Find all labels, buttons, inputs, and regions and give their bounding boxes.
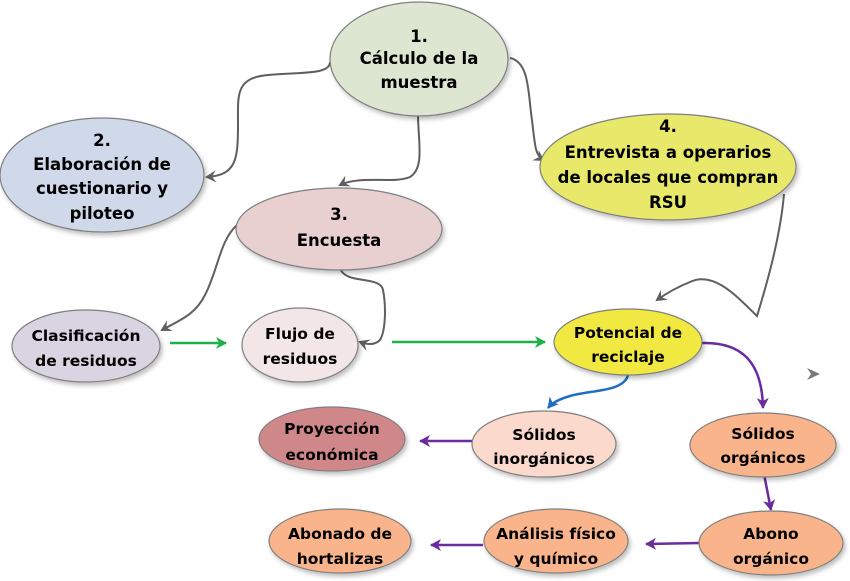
connector-calculo-entrevista <box>509 57 545 162</box>
connectors <box>160 57 785 351</box>
node-label: y químico <box>514 550 598 568</box>
node-label: Sólidos <box>731 425 794 443</box>
node-label: inorgánicos <box>493 450 595 468</box>
node-abonado: Abonado de hortalizas <box>268 508 412 574</box>
node-label: RSU <box>649 193 687 212</box>
node-label: Sólidos <box>512 426 575 444</box>
node-abono: Abono orgánico <box>698 510 844 576</box>
node-label: Abono <box>743 525 798 543</box>
arrow-potencial-solidos-inorganicos <box>547 374 630 409</box>
node-label: 2. <box>93 131 111 150</box>
connector-encuesta-clasificacion <box>160 224 238 331</box>
node-solidos-inorganicos: Sólidos inorgánicos <box>471 410 617 478</box>
connector-encuesta-flujo <box>339 267 386 351</box>
node-label: Cálculo de la <box>360 49 479 68</box>
node-label: 1. <box>410 27 428 46</box>
node-label: cuestionario y <box>36 179 168 198</box>
node-label: Abonado de <box>288 525 392 543</box>
node-label: orgánicos <box>720 449 805 467</box>
node-label: de locales que compran <box>558 168 779 187</box>
node-solidos-organicos: Sólidos orgánicos <box>689 412 837 478</box>
node-analisis: Análisis físico y químico <box>483 508 629 574</box>
connector-entrevista-potencial <box>655 193 785 318</box>
node-label: piloteo <box>70 204 135 223</box>
node-label: 4. <box>659 117 677 136</box>
node-label: reciclaje <box>591 348 664 366</box>
node-label: residuos <box>263 350 338 368</box>
arrow-potencial-solidos-organicos <box>701 341 769 409</box>
stray-arrowhead-icon <box>807 368 820 380</box>
node-label: Flujo de <box>265 325 335 343</box>
node-proyeccion: Proyección económica <box>258 406 406 472</box>
node-label: de residuos <box>35 352 137 370</box>
node-flujo: Flujo de residuos <box>241 307 359 383</box>
arrow-abono-analisis <box>645 537 701 550</box>
node-label: hortalizas <box>297 550 384 568</box>
node-label: Proyección <box>284 420 380 438</box>
node-label: económica <box>285 446 378 464</box>
node-encuesta: 3. Encuesta <box>235 187 443 271</box>
connector-calculo-encuesta <box>338 114 421 187</box>
node-label: 3. <box>330 205 348 224</box>
node-label: Clasificación <box>31 327 140 345</box>
node-label: Entrevista a operarios <box>565 143 772 162</box>
connector-calculo-elaboracion <box>205 61 331 183</box>
node-label: Potencial de <box>574 324 682 342</box>
node-label: orgánico <box>733 550 809 568</box>
node-label: Elaboración de <box>33 155 171 174</box>
node-entrevista: 4. Entrevista a operarios de locales que… <box>539 113 797 221</box>
node-label: muestra <box>380 73 457 92</box>
node-potencial: Potencial de reciclaje <box>553 308 703 376</box>
node-elaboracion: 2. Elaboración de cuestionario y piloteo <box>0 117 205 233</box>
node-label: Encuesta <box>297 231 382 250</box>
arrow-solidos-organicos-abono <box>762 473 775 511</box>
node-label: Análisis físico <box>496 525 616 543</box>
node-calculo: 1. Cálculo de la muestra <box>329 1 509 117</box>
node-clasificacion: Clasificación de residuos <box>11 309 161 383</box>
